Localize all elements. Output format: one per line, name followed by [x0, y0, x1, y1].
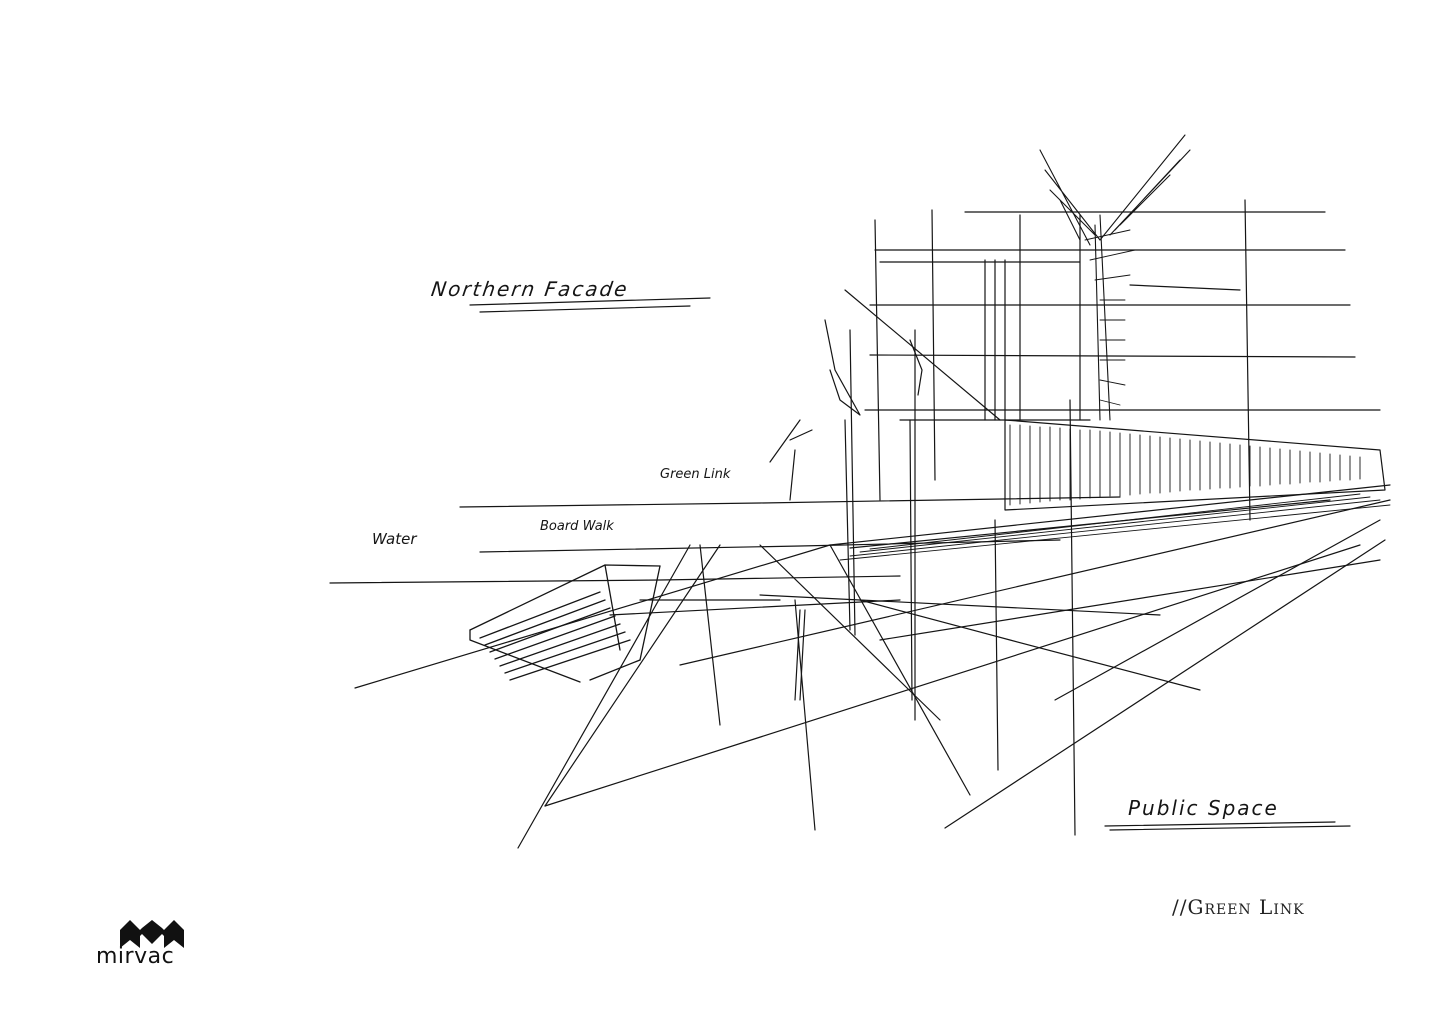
foreground-trees: [769, 319, 923, 721]
roof-trees: [1039, 134, 1191, 421]
hatching: [839, 229, 1391, 561]
mirvac-wordmark: mirvac: [96, 944, 175, 969]
handwritten-labels: Northern Facade Green Link Water Board W…: [372, 277, 1279, 820]
label-board-walk: Board Walk: [540, 519, 614, 534]
label-underlines: [469, 297, 1351, 831]
label-green-link: Green Link: [660, 467, 731, 482]
building: [829, 199, 1391, 549]
page-caption: //Green Link: [1172, 895, 1305, 919]
perspective-lines: [354, 399, 1391, 849]
horizon-lines: [329, 496, 1121, 584]
label-northern-facade: Northern Facade: [430, 277, 631, 301]
mirvac-logo: mirvac: [96, 918, 196, 974]
label-public-space: Public Space: [1128, 796, 1279, 820]
label-water: Water: [372, 530, 417, 548]
boardwalk: [469, 564, 661, 683]
mirvac-logo-icon: [120, 920, 184, 948]
